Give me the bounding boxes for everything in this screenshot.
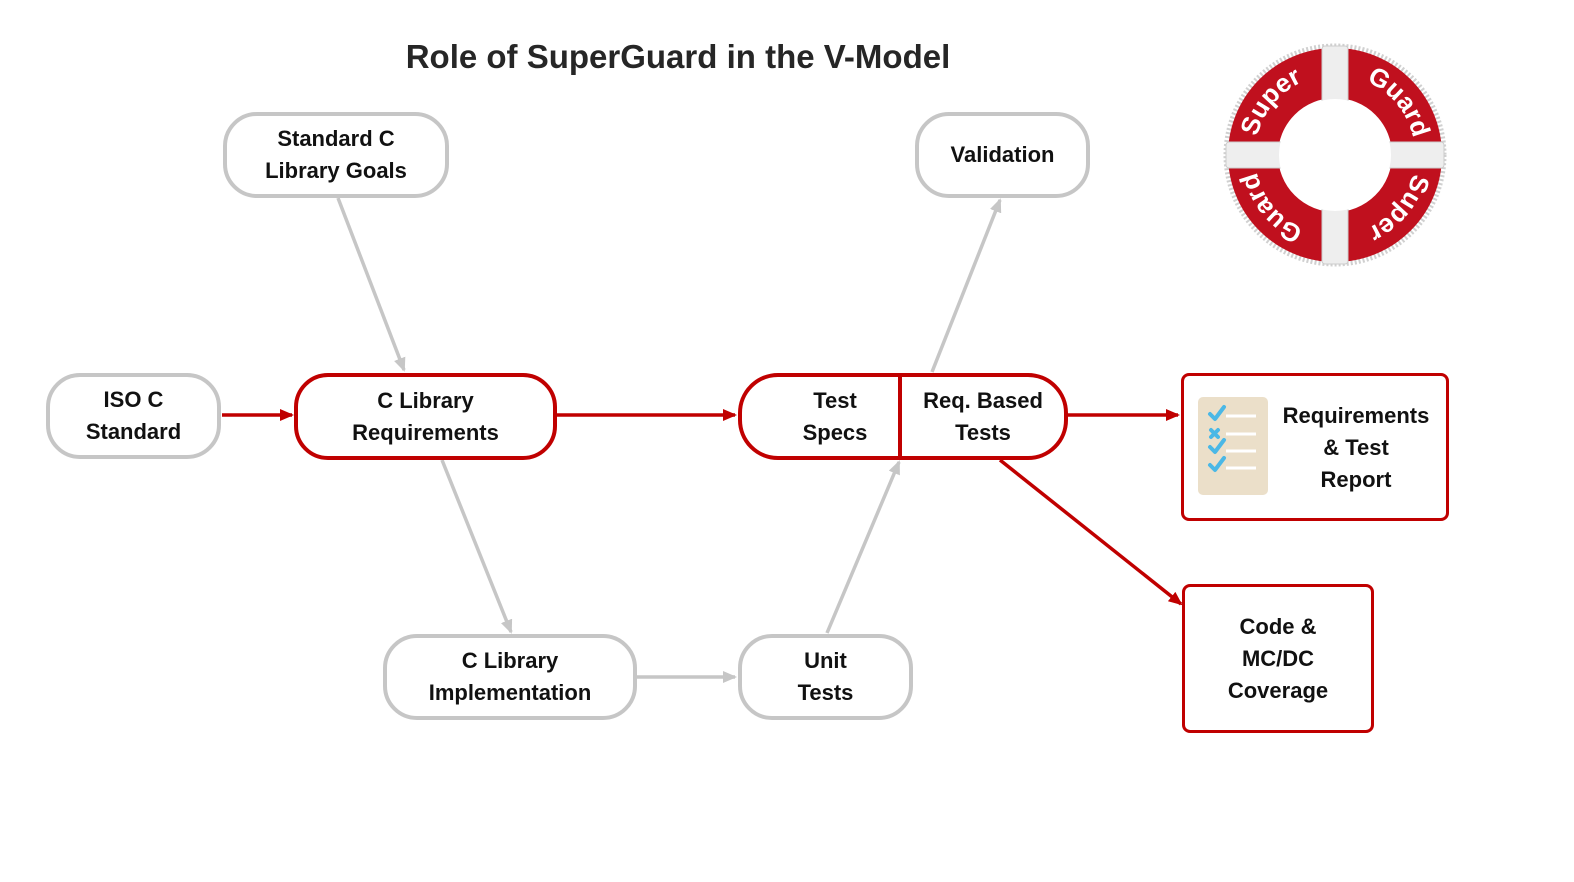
superguard-logo: Super Guard Super Guard bbox=[1222, 42, 1448, 268]
edge-requirements-to-implementation bbox=[440, 459, 513, 634]
edge-reqtests-to-validation bbox=[930, 198, 1002, 373]
edge-goals-to-requirements bbox=[336, 197, 406, 372]
node-label: Unit Tests bbox=[797, 648, 854, 705]
report-label: Requirements & Test Report bbox=[1282, 403, 1430, 492]
checklist-icon bbox=[1198, 397, 1268, 495]
node-c-library-requirements: C Library Requirements bbox=[294, 373, 557, 460]
node-label: ISO C Standard bbox=[85, 387, 182, 444]
node-iso-c-standard: ISO C Standard bbox=[46, 373, 221, 459]
node-label: Standard C Library Goals bbox=[265, 126, 407, 183]
node-unit-tests: Unit Tests bbox=[738, 634, 913, 720]
lifebuoy-icon: Super Guard Super Guard bbox=[1223, 43, 1447, 267]
node-test-specs-and-req-based-tests: Test Specs Req. Based Tests bbox=[738, 373, 1068, 460]
node-req-based-tests: Req. Based Tests bbox=[923, 387, 1043, 445]
node-label: Validation bbox=[950, 142, 1055, 167]
node-label: C Library Implementation bbox=[428, 648, 592, 705]
diagram-title: Role of SuperGuard in the V-Model bbox=[405, 38, 951, 75]
node-validation: Validation bbox=[915, 112, 1090, 198]
edge-unittests-to-reqtests bbox=[825, 460, 901, 634]
node-label: C Library Requirements bbox=[352, 387, 499, 445]
node-c-library-implementation: C Library Implementation bbox=[383, 634, 637, 720]
node-code-mcdc-coverage: Code & MC/DC Coverage bbox=[1182, 584, 1374, 733]
node-standard-c-library-goals: Standard C Library Goals bbox=[223, 112, 449, 198]
edge-reqtests-to-coverage bbox=[998, 458, 1183, 606]
node-label: Code & MC/DC Coverage bbox=[1227, 613, 1329, 703]
node-test-specs: Test Specs bbox=[742, 377, 902, 456]
